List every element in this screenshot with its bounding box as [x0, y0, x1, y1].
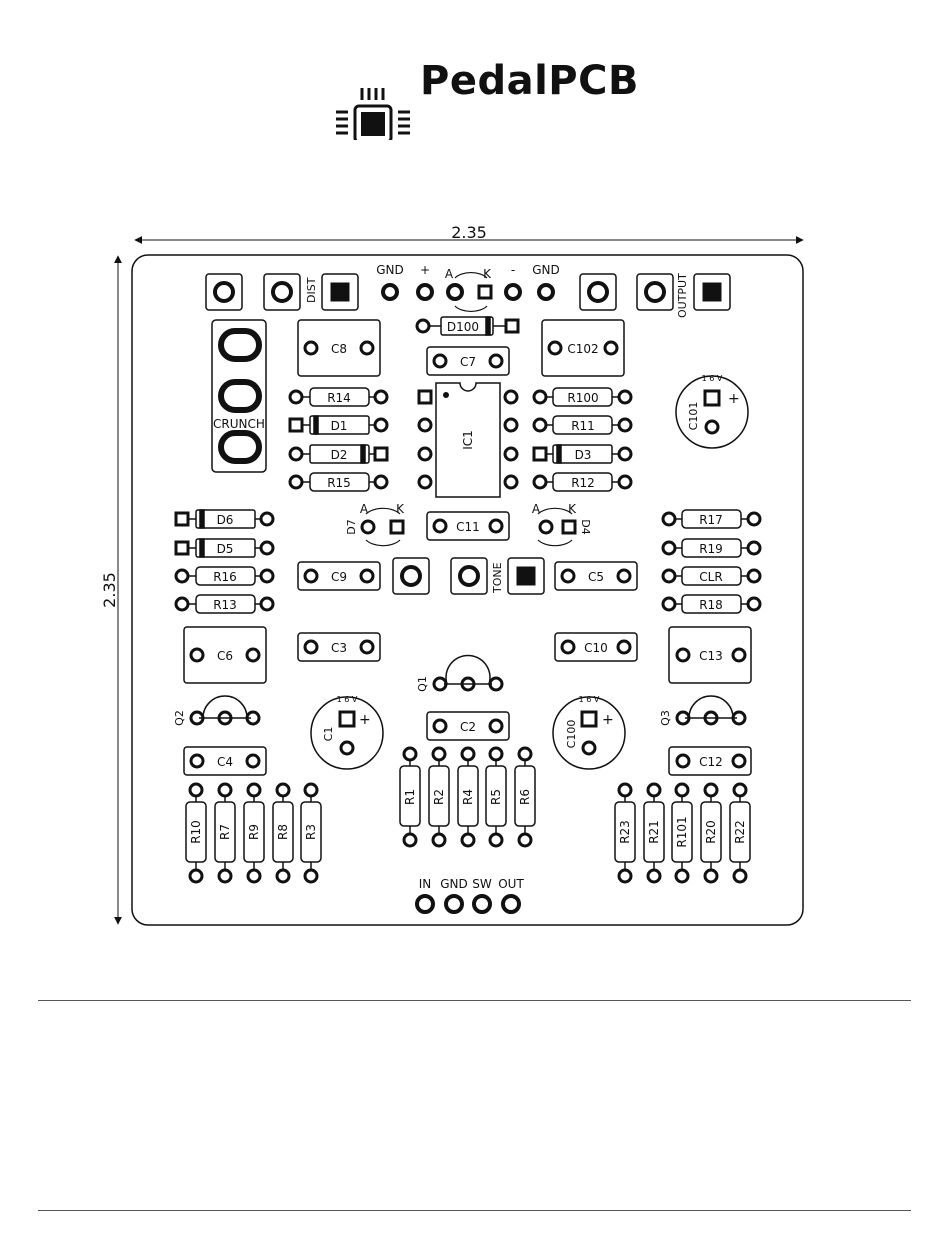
label-r1: R1 — [403, 789, 417, 805]
transistor-q3 — [677, 696, 745, 724]
label-c12: C12 — [699, 755, 723, 769]
width-label: 2.35 — [451, 223, 487, 242]
cap-c100 — [553, 697, 625, 769]
label-r4: R4 — [461, 789, 475, 805]
dimension-width: 2.35 — [135, 223, 803, 242]
label-output: OUTPUT — [676, 273, 689, 318]
label-gnd-bottom: GND — [440, 877, 468, 891]
label-c4: C4 — [217, 755, 233, 769]
label-in: IN — [419, 877, 432, 891]
label-r100: R100 — [567, 391, 598, 405]
label-k-d7: K — [396, 502, 405, 516]
label-r18: R18 — [699, 598, 723, 612]
label-c5: C5 — [588, 570, 604, 584]
label-d100: D100 — [447, 320, 479, 334]
label-r22: R22 — [733, 820, 747, 844]
label-sw: SW — [472, 877, 492, 891]
label-r19: R19 — [699, 542, 723, 556]
label-a-d4: A — [532, 502, 541, 516]
label-plus: + — [420, 263, 430, 277]
label-gnd-left: GND — [376, 263, 404, 277]
label-r10: R10 — [189, 820, 203, 844]
label-tone: TONE — [491, 562, 504, 594]
label-q2: Q2 — [173, 710, 186, 726]
label-r16: R16 — [213, 570, 237, 584]
label-r7: R7 — [218, 824, 232, 840]
label-c6: C6 — [217, 649, 233, 663]
footswitch-header — [417, 896, 519, 912]
label-r2: R2 — [432, 789, 446, 805]
label-c100: C100 — [565, 720, 578, 749]
tone-pot — [393, 558, 544, 594]
label-d4: D4 — [579, 519, 592, 534]
label-c7: C7 — [460, 355, 476, 369]
label-r5: R5 — [489, 789, 503, 805]
label-r9: R9 — [247, 824, 261, 840]
label-r13: R13 — [213, 598, 237, 612]
label-c101-plus: + — [728, 391, 740, 407]
label-r23: R23 — [618, 820, 632, 844]
label-c10: C10 — [584, 641, 608, 655]
label-c2: C2 — [460, 720, 476, 734]
label-c101-voltage: 1 6 V — [702, 374, 723, 383]
label-r101: R101 — [675, 816, 689, 847]
label-r14: R14 — [327, 391, 351, 405]
transistor-q2 — [191, 696, 259, 724]
label-c8: C8 — [331, 342, 347, 356]
label-out: OUT — [498, 877, 524, 891]
label-r6: R6 — [518, 789, 532, 805]
power-header — [383, 273, 553, 312]
label-clr: CLR — [699, 570, 722, 584]
dimension-height: 2.35 — [100, 256, 119, 924]
label-d5: D5 — [217, 542, 234, 556]
label-r8: R8 — [276, 824, 290, 840]
jack-pads — [206, 274, 730, 310]
label-r20: R20 — [704, 820, 718, 844]
label-k-d4: K — [568, 502, 577, 516]
label-c101: C101 — [687, 402, 700, 431]
label-c13: C13 — [699, 649, 723, 663]
divider-bottom — [38, 1210, 911, 1211]
transistor-q1 — [434, 655, 502, 690]
label-c11: C11 — [456, 520, 480, 534]
label-r12: R12 — [571, 476, 595, 490]
label-c102: C102 — [567, 342, 598, 356]
divider-top — [38, 1000, 911, 1001]
label-gnd-right: GND — [532, 263, 560, 277]
label-c1: C1 — [322, 727, 335, 742]
label-minus: - — [511, 263, 515, 277]
label-d6: D6 — [217, 513, 234, 527]
label-dist: DIST — [305, 277, 318, 303]
crunch-switch — [212, 320, 266, 472]
label-c3: C3 — [331, 641, 347, 655]
label-crunch: CRUNCH — [213, 417, 265, 431]
label-q1: Q1 — [416, 676, 429, 692]
label-r21: R21 — [647, 820, 661, 844]
label-c1-voltage: 1 6 V — [337, 695, 358, 704]
label-r17: R17 — [699, 513, 723, 527]
label-d2: D2 — [331, 448, 348, 462]
label-r15: R15 — [327, 476, 351, 490]
label-d1: D1 — [331, 419, 348, 433]
label-r3: R3 — [304, 824, 318, 840]
label-c100-plus: + — [602, 712, 614, 728]
label-r11: R11 — [571, 419, 595, 433]
label-c100-voltage: 1 6 V — [579, 695, 600, 704]
label-a-top: A — [445, 267, 454, 281]
label-ic1: IC1 — [461, 430, 475, 450]
label-q3: Q3 — [659, 710, 672, 726]
label-a-d7: A — [360, 502, 369, 516]
label-d3: D3 — [575, 448, 592, 462]
label-c1-plus: + — [359, 712, 371, 728]
label-c9: C9 — [331, 570, 347, 584]
label-k-top: K — [483, 267, 492, 281]
label-d7: D7 — [345, 519, 358, 534]
height-label: 2.35 — [100, 572, 119, 608]
